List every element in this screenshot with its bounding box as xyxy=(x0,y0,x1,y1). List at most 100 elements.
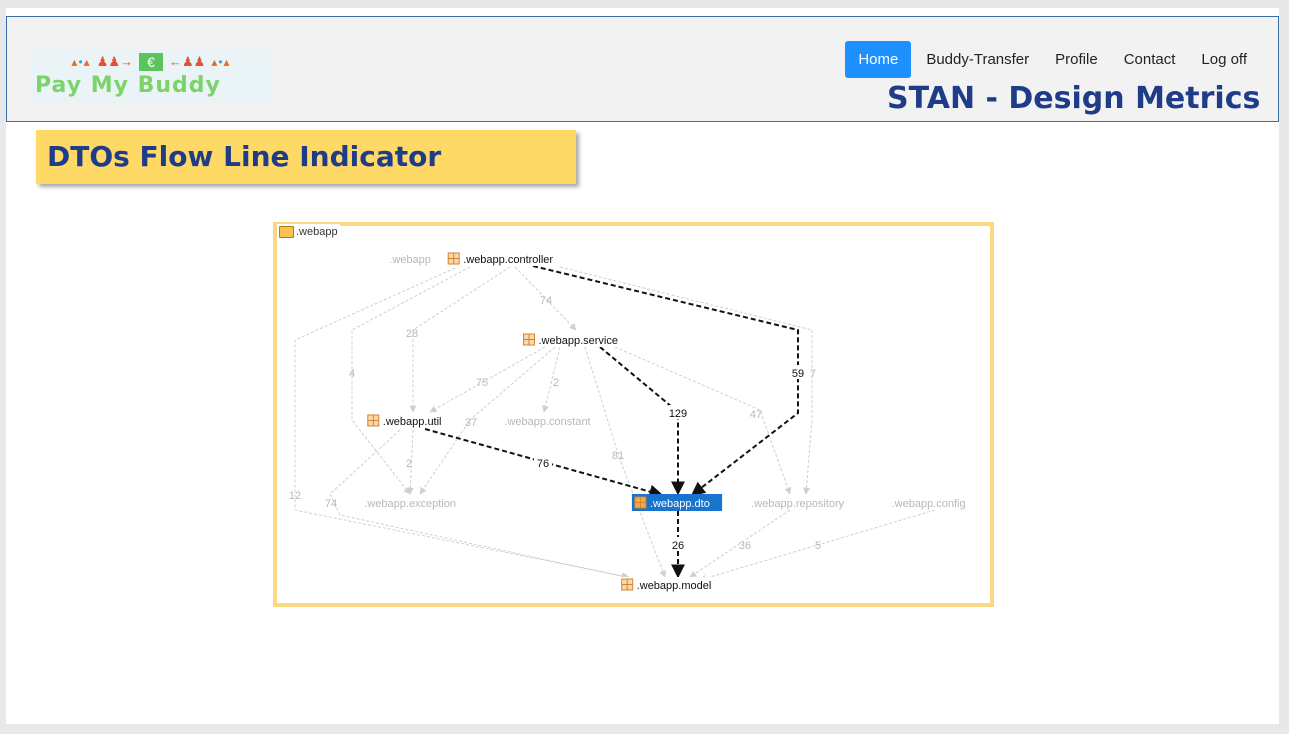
edge-weight-label: 36 xyxy=(739,540,751,552)
logo-people-icon: ♟♟→ xyxy=(96,54,133,69)
package-folder-icon xyxy=(279,226,294,238)
label-background xyxy=(446,251,578,266)
dependency-edge-service-constant: 2 xyxy=(542,346,561,413)
package-label: .webapp.controller xyxy=(463,254,553,266)
edge-line xyxy=(599,346,685,496)
logo-dots-icon-2: ▴•▴ xyxy=(211,55,231,69)
edge-line xyxy=(419,346,556,495)
edge-weight-label: 37 xyxy=(465,417,477,429)
package-node-util[interactable]: .webapp.util xyxy=(365,413,461,428)
dependency-edge-controller-exception: 4 xyxy=(349,266,471,495)
edge-line xyxy=(584,346,667,578)
label-background xyxy=(889,495,981,510)
dependency-edge-config-model: 5 xyxy=(699,509,936,582)
slide-title: STAN - Design Metrics xyxy=(887,81,1261,116)
edge-weight-label: 74 xyxy=(540,295,552,307)
package-icon xyxy=(523,333,535,346)
edge-weight-label: 75 xyxy=(476,377,488,389)
edge-line xyxy=(542,346,561,413)
label-background xyxy=(502,413,606,428)
edge-line xyxy=(699,509,936,582)
edge-weight-label: 2 xyxy=(406,458,412,470)
label-background xyxy=(619,577,721,592)
dependency-edge-service-repository: 47 xyxy=(614,346,792,495)
dependency-edge-util-dto: 76 xyxy=(424,428,664,499)
edge-weight-label: 59 xyxy=(792,368,804,380)
dependency-edge-service-exception: 37 xyxy=(419,346,556,495)
container-tab: .webapp xyxy=(277,224,340,240)
package-icon xyxy=(367,414,380,427)
package-node-dto[interactable]: .webapp.dto xyxy=(631,494,723,511)
dependency-edge-controller-repository: 7 xyxy=(559,266,816,495)
container-label: .webapp xyxy=(296,226,338,238)
package-label: .webapp.exception xyxy=(364,498,456,510)
package-node-controller[interactable]: .webapp.controller xyxy=(446,251,578,266)
edge-label-background xyxy=(669,537,687,551)
edge-weight-label: 7 xyxy=(810,368,816,380)
package-node-service[interactable]: .webapp.service xyxy=(521,332,635,347)
package-icon xyxy=(634,496,647,509)
edge-weight-label: 12 xyxy=(289,490,301,502)
package-diagram-container xyxy=(273,222,994,607)
package-label: .webapp.dto xyxy=(650,498,710,510)
dependency-edge-util-exception: 2 xyxy=(406,429,414,495)
edge-label-background xyxy=(789,365,807,379)
logo-dots-icon: ▴•▴ xyxy=(71,55,91,69)
edge-weight-label: 81 xyxy=(612,450,624,462)
edge-weight-label: 2 xyxy=(553,377,559,389)
label-background xyxy=(749,495,865,510)
edge-weight-label: 4 xyxy=(349,368,355,380)
edge-weight-label: 76 xyxy=(537,458,549,470)
package-icon xyxy=(447,252,460,265)
nav-log-off[interactable]: Log off xyxy=(1201,51,1247,68)
package-label: .webapp.model xyxy=(637,580,712,592)
dependency-edge-util-model: 74 xyxy=(325,429,631,581)
package-label: .webapp.config xyxy=(892,498,966,510)
pay-my-buddy-logo[interactable]: ▴•▴ ♟♟→ € ←♟♟ ▴•▴ Pay My Buddy xyxy=(31,49,273,103)
edge-weight-label: 28 xyxy=(406,328,418,340)
edge-line xyxy=(406,429,414,495)
edge-line xyxy=(409,266,511,413)
package-label: .webapp xyxy=(389,254,431,266)
package-label: .webapp.repository xyxy=(751,498,844,510)
section-banner: DTOs Flow Line Indicator xyxy=(36,130,576,184)
package-node-webapp[interactable]: .webapp xyxy=(387,251,435,266)
logo-euro-icon: € xyxy=(139,53,163,71)
dependency-edge-repository-model: 36 xyxy=(689,509,791,578)
edge-line xyxy=(559,266,813,495)
dependency-edge-controller-dto: 59 xyxy=(532,265,807,496)
selection-highlight xyxy=(631,494,723,511)
dependency-edge-controller-util: 28 xyxy=(406,266,511,413)
dependency-edge-dto-model: 26 xyxy=(669,511,687,579)
label-background xyxy=(365,413,461,428)
package-node-repository[interactable]: .webapp.repository xyxy=(749,495,865,510)
package-label: .webapp.util xyxy=(383,416,442,428)
dependency-edge-service-util: 75 xyxy=(429,346,546,413)
nav-buddy-transfer[interactable]: Buddy-Transfer xyxy=(926,51,1030,68)
package-node-constant[interactable]: .webapp.constant xyxy=(502,413,606,428)
main-nav: Home Buddy-Transfer Profile Contact Log … xyxy=(845,41,1260,78)
logo-text: Pay My Buddy xyxy=(35,73,221,98)
label-background xyxy=(362,495,472,510)
package-node-exception[interactable]: .webapp.exception xyxy=(362,495,472,510)
edge-weight-label: 5 xyxy=(815,540,821,552)
package-node-model[interactable]: .webapp.model xyxy=(619,577,721,592)
nav-contact[interactable]: Contact xyxy=(1123,51,1176,68)
edge-weight-label: 47 xyxy=(750,409,762,421)
edge-line xyxy=(532,265,799,496)
edge-line xyxy=(351,266,471,495)
nav-profile[interactable]: Profile xyxy=(1055,51,1098,68)
edge-weight-label: 129 xyxy=(669,408,687,420)
label-background xyxy=(387,251,435,266)
banner-title: DTOs Flow Line Indicator xyxy=(47,140,442,173)
site-header: ▴•▴ ♟♟→ € ←♟♟ ▴•▴ Pay My Buddy Home Budd… xyxy=(6,16,1279,122)
edge-line xyxy=(689,509,791,578)
nav-home[interactable]: Home xyxy=(845,41,912,78)
package-icon xyxy=(621,578,634,591)
package-node-config[interactable]: .webapp.config xyxy=(889,495,981,510)
edge-weight-label: 26 xyxy=(672,540,684,552)
edge-line xyxy=(294,267,629,580)
logo-people-icons: ▴•▴ ♟♟→ € ←♟♟ ▴•▴ xyxy=(61,51,241,73)
edge-label-background xyxy=(534,455,552,469)
